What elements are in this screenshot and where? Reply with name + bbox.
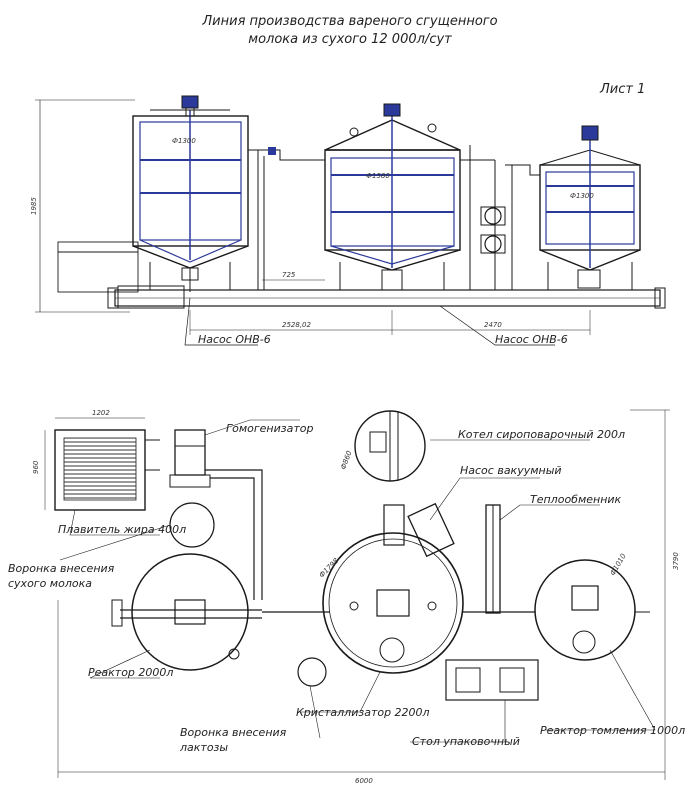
drawing-title-line-1: Линия производства вареного сгущенного	[202, 14, 498, 29]
label-lactose-funnel-2: лактозы	[179, 741, 228, 754]
heat-exchanger	[485, 504, 501, 614]
pump-label-left: Насос ОНВ-6	[198, 333, 271, 346]
label-heat-exchanger: Теплообменник	[530, 493, 622, 506]
label-lactose-funnel-1: Воронка внесения	[180, 726, 287, 739]
packing-table	[445, 659, 539, 701]
tank-3-diameter: Ф1300	[570, 192, 594, 200]
dim-725: 725	[282, 271, 296, 279]
label-reactor-2000: Реактор 2000л	[88, 666, 173, 679]
tank-2-diameter: Ф1580	[366, 172, 390, 180]
pump-label-right: Насос ОНВ-6	[495, 333, 568, 346]
reactor-1000	[534, 559, 650, 661]
syrup-boiler	[354, 410, 426, 482]
drawing-title-line-2: молока из сухого 12 000л/сут	[248, 32, 452, 47]
dim-960: 960	[32, 460, 40, 474]
label-milk-funnel-1: Воронка внесения	[8, 562, 115, 575]
homogenizer	[169, 429, 211, 488]
dim-f860: Ф860	[339, 449, 353, 470]
reactor-2000	[111, 553, 262, 671]
label-homogenizer: Гомогенизатор	[226, 422, 314, 435]
lactose-funnel	[297, 657, 327, 687]
tank-1	[117, 95, 249, 309]
dim-6000: 6000	[355, 777, 373, 785]
crystallizer	[322, 504, 464, 674]
label-crystallizer: Кристаллизатор 2200л	[296, 706, 430, 719]
label-packing-table: Стол упаковочный	[412, 735, 520, 748]
label-reactor-1000: Реактор томления 1000л	[540, 724, 685, 737]
height-dimension: 1985	[30, 197, 38, 215]
plan-view: 3790 6000 1202 960	[32, 409, 680, 785]
elevation-view: 1985 Ф1300	[30, 95, 666, 346]
dim-3790: 3790	[672, 552, 680, 570]
dim-2470: 2470	[484, 321, 502, 329]
tank-1-diameter: Ф1300	[172, 137, 196, 145]
label-vacuum-pump: Насос вакуумный	[460, 464, 562, 477]
dim-2528: 2528,02	[282, 321, 311, 329]
label-milk-funnel-2: сухого молока	[8, 577, 92, 590]
tank-2	[324, 103, 461, 291]
sheet-label: Лист 1	[600, 82, 646, 97]
label-syrup-boiler: Котел сироповарочный 200л	[458, 428, 625, 441]
dim-1202: 1202	[92, 409, 110, 417]
tank-3	[539, 125, 641, 290]
pump-assembly	[460, 145, 506, 290]
vacuum-pump	[407, 502, 455, 558]
fat-melter	[54, 429, 160, 511]
label-fat-melter: Плавитель жира 400л	[58, 523, 186, 536]
